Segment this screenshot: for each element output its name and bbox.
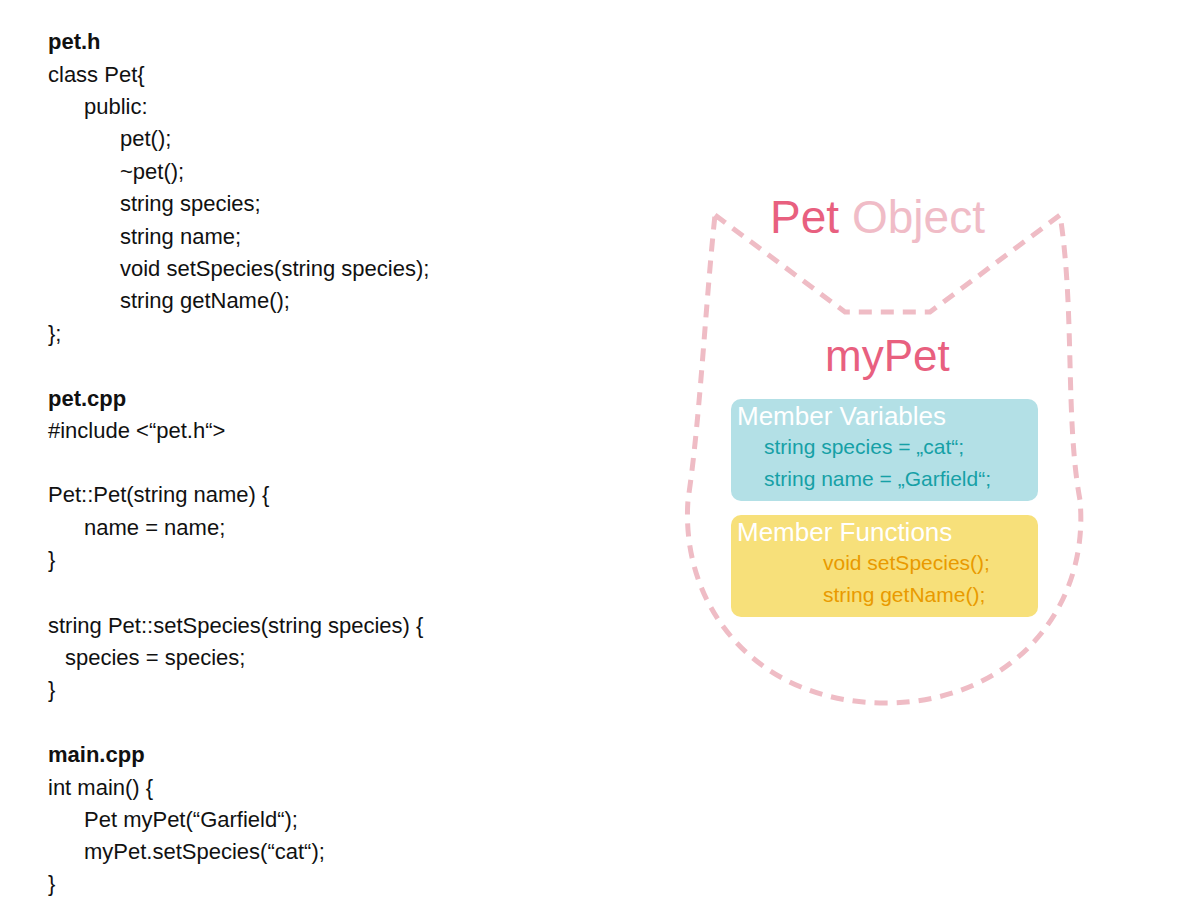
member-box: Member Variablesstring species = „cat“;s… <box>731 399 1038 501</box>
code-line: void setSpecies(string species); <box>120 256 429 282</box>
code-line: string getName(); <box>120 288 290 314</box>
code-line: string species; <box>120 191 261 217</box>
code-line: int main() { <box>48 775 153 801</box>
code-line: string Pet::setSpecies(string species) { <box>48 613 423 639</box>
code-line: #include <“pet.h“> <box>48 418 225 444</box>
code-line: ~pet(); <box>120 159 184 185</box>
object-title: Pet <box>770 192 839 243</box>
code-line: } <box>48 547 55 573</box>
member-line: string getName(); <box>737 579 1028 611</box>
outline-path <box>687 215 1080 703</box>
member-line: string name = „Garfield“; <box>737 463 1028 495</box>
code-line: Pet myPet(“Garfield“); <box>84 807 298 833</box>
object-outline: Pet Object myPetMember Variablesstring spe… <box>680 190 1095 713</box>
member-box: Member Functionsvoid setSpecies();string… <box>731 515 1038 617</box>
member-line: void setSpecies(); <box>737 547 1028 579</box>
code-line: class Pet{ <box>48 62 145 88</box>
code-line: species = species; <box>65 645 245 671</box>
section-heading: Member Functions <box>737 517 1028 547</box>
file-name: pet.h <box>48 29 101 55</box>
object-name: myPet <box>825 332 950 380</box>
code-line: public: <box>84 94 148 120</box>
object-title: Object <box>852 192 985 243</box>
file-name: pet.cpp <box>48 386 126 412</box>
code-line: Pet::Pet(string name) { <box>48 482 269 508</box>
code-line: } <box>48 871 55 897</box>
code-line: string name; <box>120 224 241 250</box>
code-line: myPet.setSpecies(“cat“); <box>84 839 325 865</box>
code-line: } <box>48 677 55 703</box>
file-name: main.cpp <box>48 742 145 768</box>
code-line: name = name; <box>84 515 225 541</box>
code-line: pet(); <box>120 126 171 152</box>
section-heading: Member Variables <box>737 401 1028 431</box>
member-line: string species = „cat“; <box>737 431 1028 463</box>
code-line: }; <box>48 321 61 347</box>
